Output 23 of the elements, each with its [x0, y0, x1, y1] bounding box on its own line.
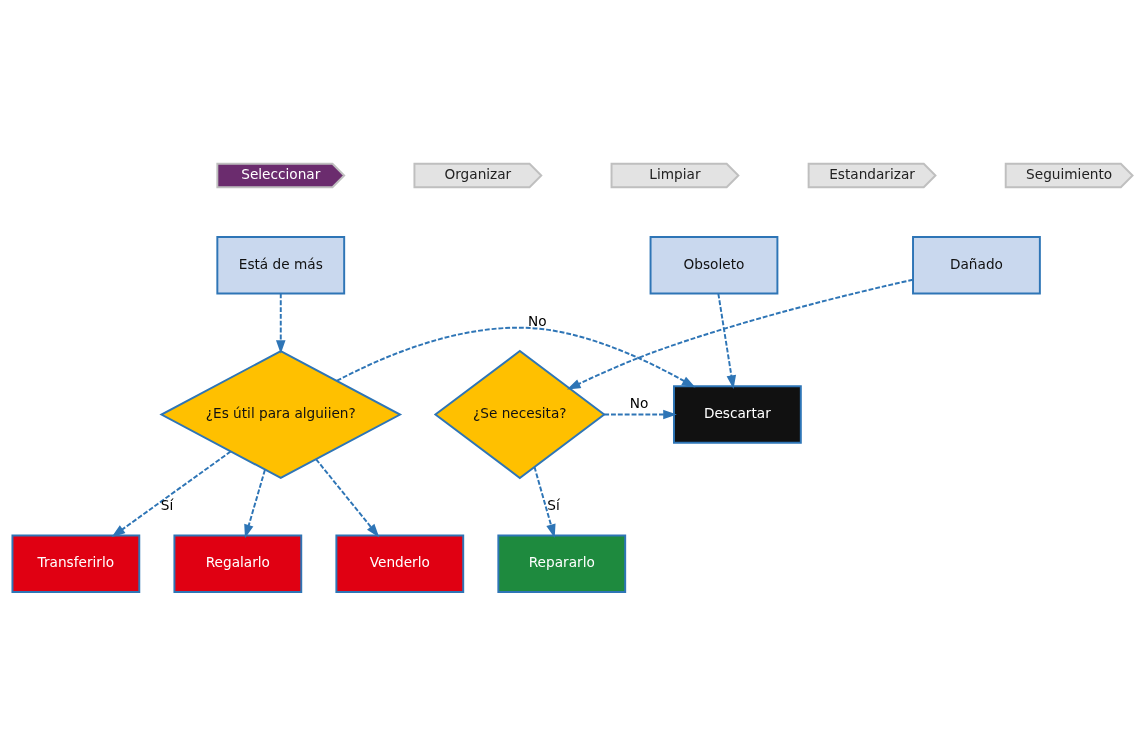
arrow [566, 278, 914, 390]
node-box: Venderlo [335, 534, 465, 593]
node-box: Descartar [673, 384, 802, 444]
node-box: Está de más [216, 235, 346, 294]
arrow [533, 465, 556, 538]
edge-label: Sí [160, 496, 174, 513]
node-box: Regalarlo [173, 534, 303, 593]
node-diamond: ¿Es útil para alguiien? [159, 349, 403, 479]
arrow [111, 450, 232, 537]
node-box: Transferirlo [11, 534, 141, 593]
node-box: Repararlo [497, 534, 627, 593]
node-diamond: ¿Se necesita? [433, 349, 606, 479]
edge-label: No [528, 312, 547, 329]
node-box: Dañado [912, 235, 1041, 294]
arrow [336, 326, 696, 388]
edge-label: Sí [547, 496, 560, 513]
node-box: Obsoleto [649, 235, 779, 294]
arrow [244, 468, 266, 538]
arrow [717, 292, 737, 389]
arrow [275, 292, 286, 354]
arrow [603, 409, 677, 419]
edge-label: No [629, 394, 649, 411]
arrow [315, 457, 380, 537]
